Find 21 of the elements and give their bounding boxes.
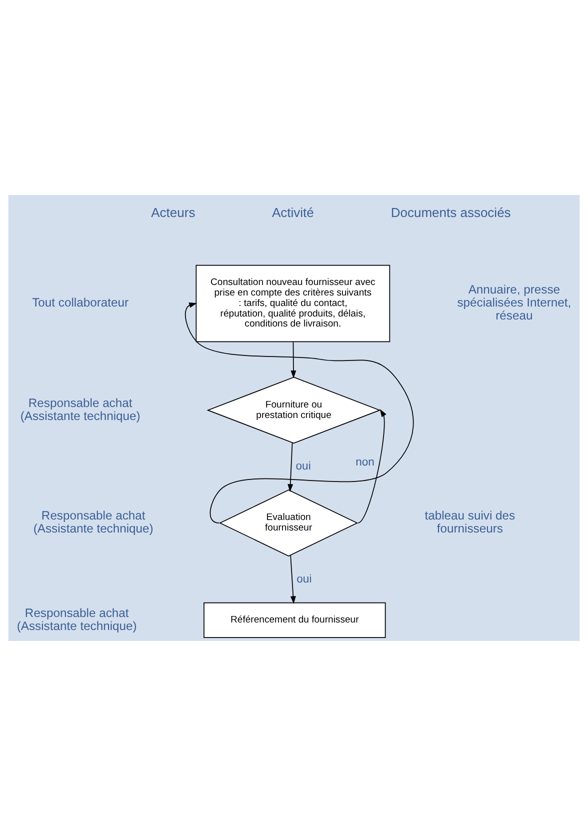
label: Activité [272, 204, 314, 220]
node-diamond: Evaluation fournisseur [219, 489, 358, 556]
arrow [184, 302, 414, 523]
arrow [290, 340, 296, 378]
label: Tout collaborateur [32, 295, 129, 310]
label: Documents associés [390, 204, 511, 220]
node-diamond: Fourniture ou prestation critique [206, 376, 381, 444]
node-box: Consultation nouveau fournisseur avec prise en compte des critères suivants : tarifs, qualité du contact, réputation, qualité produits, délais, conditions de livraison. [196, 264, 390, 342]
label: Acteurs [151, 204, 196, 220]
label: Responsable achat (Assistante technique) [16, 605, 137, 632]
edge-label: oui [296, 572, 312, 585]
arrow [358, 408, 386, 523]
arrow [288, 442, 294, 492]
node-box: Référencement du fournisseur [204, 602, 386, 638]
label: Annuaire, presse spécialisées Internet, réseau [457, 282, 572, 322]
edge-label: non [356, 456, 374, 468]
label: tableau suivi des fournisseurs [424, 508, 516, 536]
label: Responsable achat (Assistante technique) [20, 395, 140, 422]
edge-label: oui [296, 460, 311, 472]
label: Responsable achat (Assistante technique) [33, 508, 154, 536]
arrow [290, 554, 296, 604]
